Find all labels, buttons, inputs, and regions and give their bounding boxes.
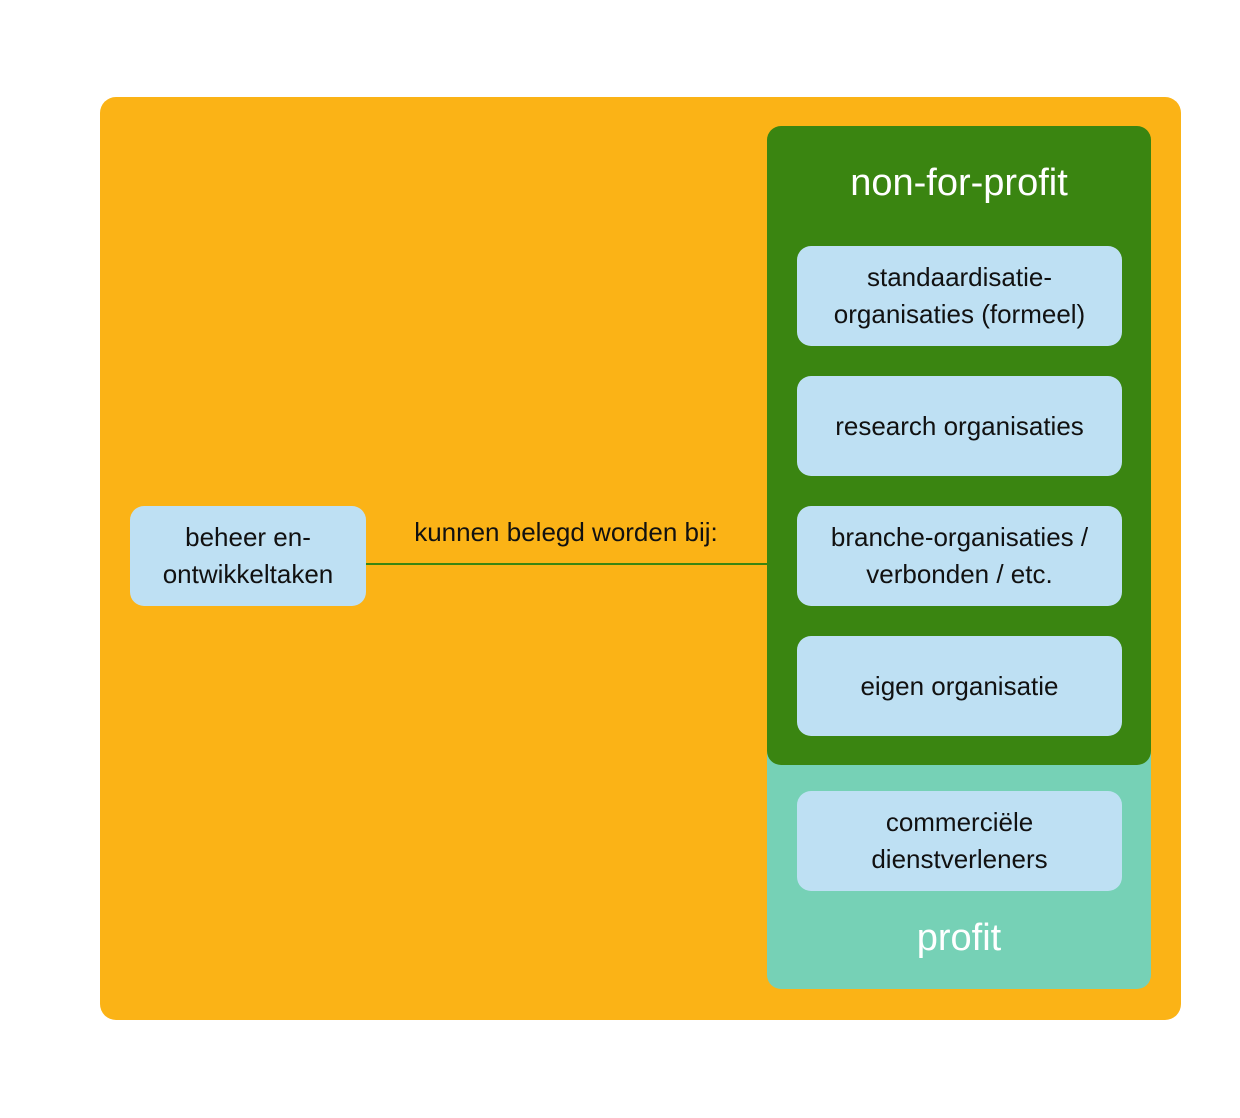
org-box-branche: branche-organisaties / verbonden / etc. — [797, 506, 1122, 606]
profit-title: profit — [916, 917, 1002, 959]
non-for-profit-title: non-for-profit — [850, 162, 1068, 204]
org-box-standaardisatie: standaardisatie- organisaties (formeel) — [797, 246, 1122, 346]
connector-label: kunnen belegd worden bij: — [414, 517, 718, 547]
source-box: beheer en- ontwikkeltaken — [130, 506, 366, 606]
org-box-commercieel: commerciële dienstverleners — [797, 791, 1122, 891]
org-box-research: research organisaties — [797, 376, 1122, 476]
org-box-eigen: eigen organisatie — [797, 636, 1122, 736]
connector-line — [366, 563, 767, 565]
